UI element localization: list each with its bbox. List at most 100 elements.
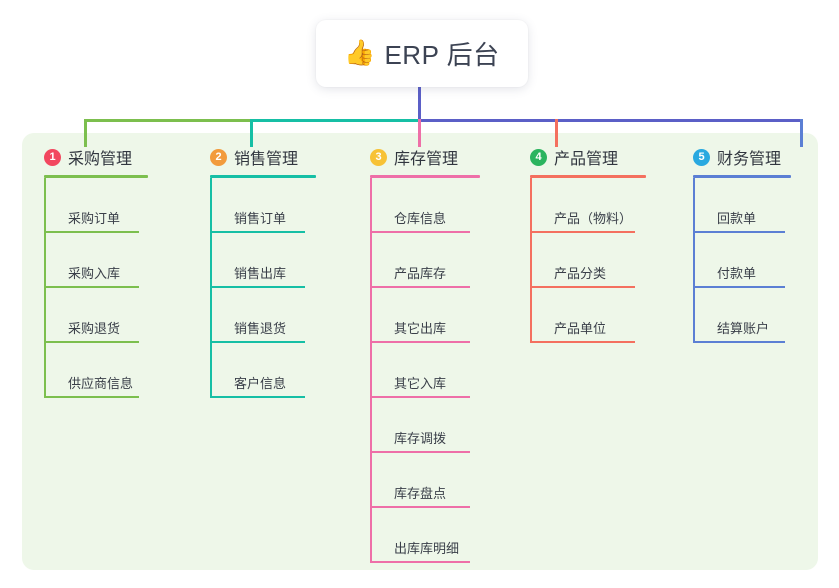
root-title: ERP 后台 <box>384 40 500 70</box>
leaf-underline <box>693 286 785 288</box>
leaf-underline <box>370 341 470 343</box>
leaf-item[interactable]: 产品库存 <box>370 233 480 288</box>
branch-underline <box>370 175 480 178</box>
leaf-spine <box>530 178 532 343</box>
leaf-label: 供应商信息 <box>68 376 134 391</box>
leaf-underline <box>44 341 139 343</box>
leaf-item[interactable]: 付款单 <box>693 233 791 288</box>
bus-segment-2 <box>250 119 420 122</box>
leaf-item[interactable]: 其它入库 <box>370 343 480 398</box>
leaf-item[interactable]: 其它出库 <box>370 288 480 343</box>
leaf-label: 销售退货 <box>234 321 287 336</box>
leaf-list: 产品（物料） 产品分类产品单位 <box>530 178 646 343</box>
leaf-underline <box>44 231 139 233</box>
branch-column-2: 2 销售管理销售订单销售出库销售退货客户信息 <box>210 146 316 398</box>
branch-number-badge: 3 <box>370 148 387 166</box>
leaf-label: 付款单 <box>717 266 757 281</box>
root-node[interactable]: 👍 ERP 后台 <box>316 20 528 87</box>
leaf-underline <box>530 231 635 233</box>
leaf-item[interactable]: 库存调拨 <box>370 398 480 453</box>
thumbs-up-icon: 👍 <box>344 39 376 67</box>
leaf-label: 出库库明细 <box>394 541 460 556</box>
leaf-item[interactable]: 产品单位 <box>530 288 646 343</box>
leaf-underline <box>370 396 470 398</box>
branch-stub-1 <box>84 119 87 147</box>
leaf-underline <box>370 561 470 563</box>
leaf-item[interactable]: 供应商信息 <box>44 343 148 398</box>
leaf-item[interactable]: 结算账户 <box>693 288 791 343</box>
leaf-underline <box>370 286 470 288</box>
leaf-item[interactable]: 产品（物料） <box>530 178 646 233</box>
branch-stub-4 <box>555 119 558 147</box>
leaf-label: 产品分类 <box>554 266 607 281</box>
branch-title: 库存管理 <box>394 151 459 168</box>
leaf-underline <box>44 286 139 288</box>
leaf-item[interactable]: 采购入库 <box>44 233 148 288</box>
leaf-item[interactable]: 销售退货 <box>210 288 316 343</box>
leaf-underline <box>44 396 139 398</box>
leaf-underline <box>210 396 305 398</box>
leaf-item[interactable]: 产品分类 <box>530 233 646 288</box>
leaf-item[interactable]: 采购退货 <box>44 288 148 343</box>
leaf-label: 销售出库 <box>234 266 287 281</box>
branch-number-badge: 2 <box>210 148 227 166</box>
content-panel <box>22 133 818 570</box>
leaf-label: 采购入库 <box>68 266 121 281</box>
leaf-item[interactable]: 销售出库 <box>210 233 316 288</box>
leaf-label: 采购订单 <box>68 211 121 226</box>
branch-stub-3 <box>418 119 421 147</box>
leaf-item[interactable]: 仓库信息 <box>370 178 480 233</box>
branch-number-badge: 4 <box>530 148 547 166</box>
leaf-label: 采购退货 <box>68 321 121 336</box>
leaf-underline <box>370 231 470 233</box>
leaf-item[interactable]: 采购订单 <box>44 178 148 233</box>
leaf-underline <box>530 341 635 343</box>
bus-segment-1 <box>84 119 252 122</box>
leaf-label: 产品（物料） <box>554 211 633 226</box>
branch-header-2[interactable]: 2 销售管理 <box>210 146 316 168</box>
branch-title: 采购管理 <box>68 151 133 168</box>
leaf-list: 仓库信息产品库存其它出库其它入库库存调拨库存盘点出库库明细 <box>370 178 480 563</box>
leaf-label: 销售订单 <box>234 211 287 226</box>
leaf-label: 库存调拨 <box>394 431 447 446</box>
branch-stub-5 <box>800 119 803 147</box>
branch-column-1: 1 采购管理采购订单采购入库采购退货供应商信息 <box>44 146 148 398</box>
leaf-label: 其它入库 <box>394 376 447 391</box>
branch-header-4[interactable]: 4 产品管理 <box>530 146 646 168</box>
leaf-item[interactable]: 销售订单 <box>210 178 316 233</box>
branch-title: 产品管理 <box>554 151 619 168</box>
leaf-list: 采购订单采购入库采购退货供应商信息 <box>44 178 148 398</box>
leaf-item[interactable]: 库存盘点 <box>370 453 480 508</box>
leaf-label: 客户信息 <box>234 376 287 391</box>
leaf-underline <box>210 341 305 343</box>
branch-title: 销售管理 <box>234 151 299 168</box>
leaf-label: 产品单位 <box>554 321 607 336</box>
branch-number-badge: 1 <box>44 148 61 166</box>
leaf-underline <box>693 341 785 343</box>
branch-header-3[interactable]: 3 库存管理 <box>370 146 480 168</box>
branch-underline <box>530 175 646 178</box>
leaf-item[interactable]: 出库库明细 <box>370 508 480 563</box>
leaf-label: 库存盘点 <box>394 486 447 501</box>
leaf-item[interactable]: 客户信息 <box>210 343 316 398</box>
branch-column-4: 4 产品管理产品（物料） 产品分类产品单位 <box>530 146 646 343</box>
leaf-list: 回款单付款单结算账户 <box>693 178 791 343</box>
leaf-label: 结算账户 <box>717 321 770 336</box>
leaf-underline <box>370 506 470 508</box>
leaf-item[interactable]: 回款单 <box>693 178 791 233</box>
branch-underline <box>44 175 148 178</box>
branch-column-3: 3 库存管理仓库信息产品库存其它出库其它入库库存调拨库存盘点出库库明细 <box>370 146 480 563</box>
leaf-spine <box>370 178 372 563</box>
branch-stub-2 <box>250 119 253 147</box>
leaf-underline <box>693 231 785 233</box>
branch-number-badge: 5 <box>693 148 710 166</box>
leaf-underline <box>370 451 470 453</box>
leaf-label: 仓库信息 <box>394 211 447 226</box>
branch-header-1[interactable]: 1 采购管理 <box>44 146 148 168</box>
root-stem <box>418 87 421 122</box>
leaf-label: 其它出库 <box>394 321 447 336</box>
leaf-label: 回款单 <box>717 211 757 226</box>
